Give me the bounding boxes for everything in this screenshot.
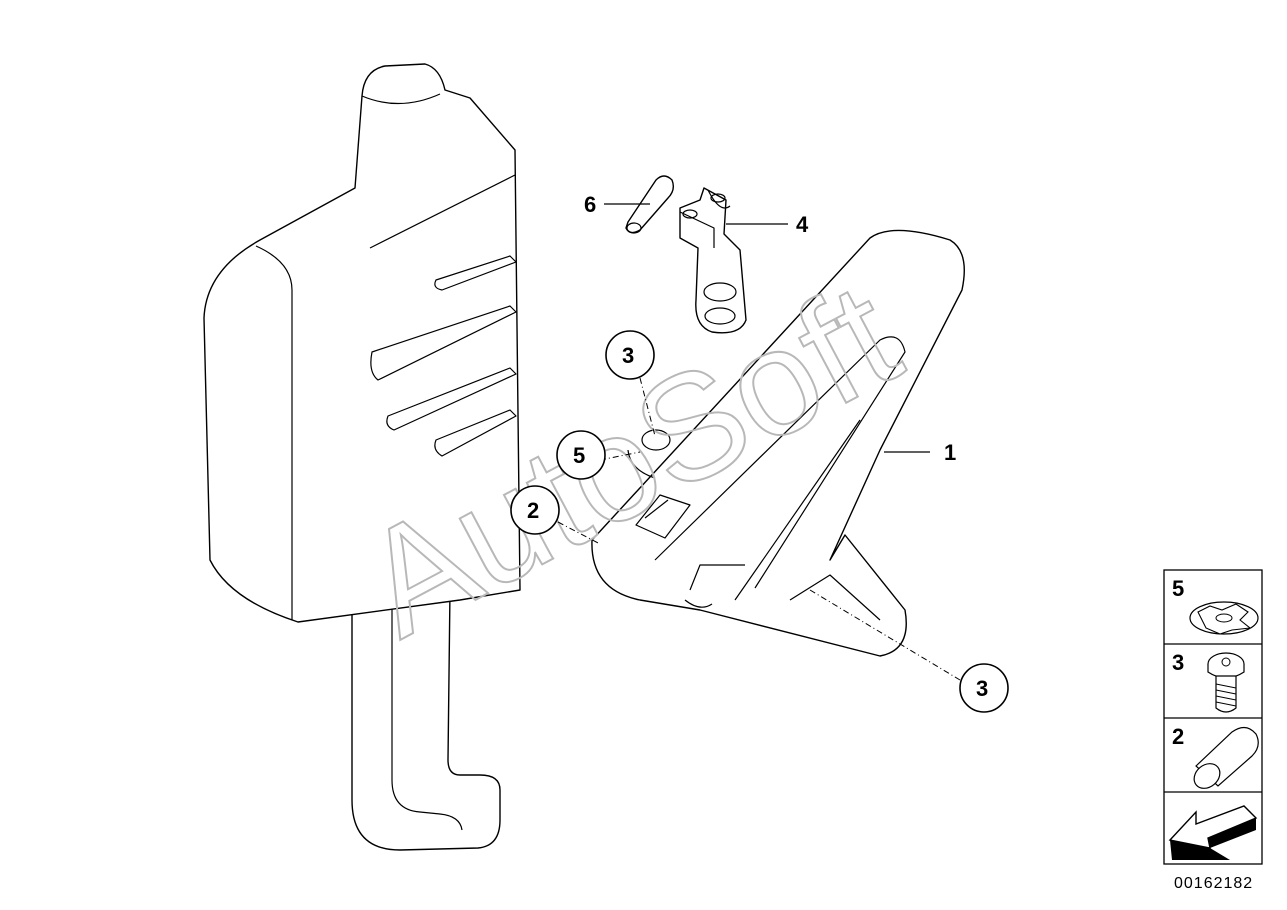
holder-part <box>679 187 747 334</box>
legend-item-3: 3 <box>1172 650 1245 713</box>
legend-number-2: 2 <box>1172 724 1184 749</box>
hex-bolt-icon <box>1207 652 1245 713</box>
callout-1: 1 <box>944 440 956 465</box>
callout-3-bottom-bubble: 3 <box>959 663 1009 713</box>
legend-item-arrow <box>1168 805 1258 860</box>
callout-2: 2 <box>527 498 539 523</box>
clip-nut-icon <box>1189 601 1259 635</box>
legend-panel: 5 3 2 <box>1163 569 1263 865</box>
sleeve-icon <box>1193 726 1259 789</box>
callout-3-top-bubble: 3 <box>605 330 655 380</box>
callout-5-bubble: 5 <box>556 430 606 480</box>
leader-lines <box>557 203 961 681</box>
callout-3-bottom: 3 <box>976 676 988 701</box>
legend-number-5: 5 <box>1172 576 1184 601</box>
legend-item-2: 2 <box>1172 724 1259 789</box>
callout-2-bubble: 2 <box>510 485 560 535</box>
callout-4: 4 <box>796 212 809 237</box>
housing-part <box>203 63 521 851</box>
arrow-icon <box>1168 805 1258 860</box>
diagram-number: 00162182 <box>1174 875 1253 892</box>
callout-3-top: 3 <box>622 343 634 368</box>
callout-6: 6 <box>584 192 596 217</box>
legend-number-3: 3 <box>1172 650 1184 675</box>
legend-item-5: 5 <box>1172 576 1259 635</box>
callout-5: 5 <box>573 443 585 468</box>
bracket-part <box>591 229 965 657</box>
